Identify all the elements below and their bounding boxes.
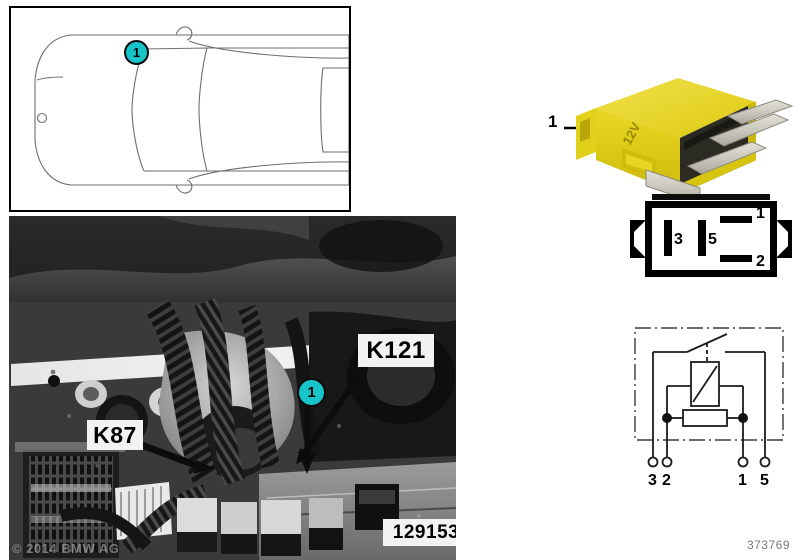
document-corner-number-label: 373769	[746, 538, 790, 552]
engine-bay-photo-image	[9, 216, 456, 560]
callout-k87-label: K87	[93, 421, 137, 448]
relay-circuit-schematic-diagram: 3 2 1 5	[634, 327, 784, 488]
pin-label-3: 3	[674, 231, 683, 248]
vehicle-outline-drawing	[34, 26, 349, 194]
marker-label: 1	[307, 384, 316, 401]
photo-location-marker-1[interactable]: 1	[297, 378, 326, 407]
relay-leader-number: 1	[548, 112, 557, 132]
callout-k87: K87	[87, 420, 143, 450]
copyright-watermark: © 2014 BMW AG	[12, 541, 119, 556]
engine-bay-photo-box: K121 K87 129153 1	[9, 216, 456, 560]
vehicle-location-marker-1[interactable]: 1	[124, 40, 149, 65]
copyright-watermark-label: © 2014 BMW AG	[12, 541, 120, 556]
pin-label-5: 5	[708, 231, 717, 248]
callout-k121: K121	[358, 334, 434, 367]
schematic-terminal-2: 2	[662, 472, 671, 488]
callout-k121-label: K121	[366, 336, 426, 364]
photo-image-number: 129153	[383, 519, 456, 546]
relay-leader-number-label: 1	[548, 112, 558, 131]
pin-label-2: 2	[756, 253, 765, 270]
schematic-enclosure	[634, 327, 784, 441]
vehicle-plan-view-box: 1	[9, 6, 351, 212]
schematic-terminal-3: 3	[648, 472, 657, 488]
pin-label-1: 1	[756, 205, 765, 222]
document-corner-number: 373769	[747, 538, 790, 552]
relay-pin-layout-diagram: 3 5 1 2	[630, 201, 792, 277]
photo-image-number-label: 129153	[392, 521, 456, 543]
arrow-marker-1	[298, 400, 316, 474]
pin-bar-1	[720, 216, 752, 223]
pin-bar-3	[664, 220, 672, 256]
pin-bar-5	[698, 220, 706, 256]
pin-bar-2	[720, 255, 752, 262]
marker-label: 1	[132, 45, 141, 60]
schematic-terminal-5: 5	[760, 472, 769, 488]
relay-component-photo: 12V	[576, 78, 794, 200]
schematic-terminal-1: 1	[738, 472, 747, 488]
